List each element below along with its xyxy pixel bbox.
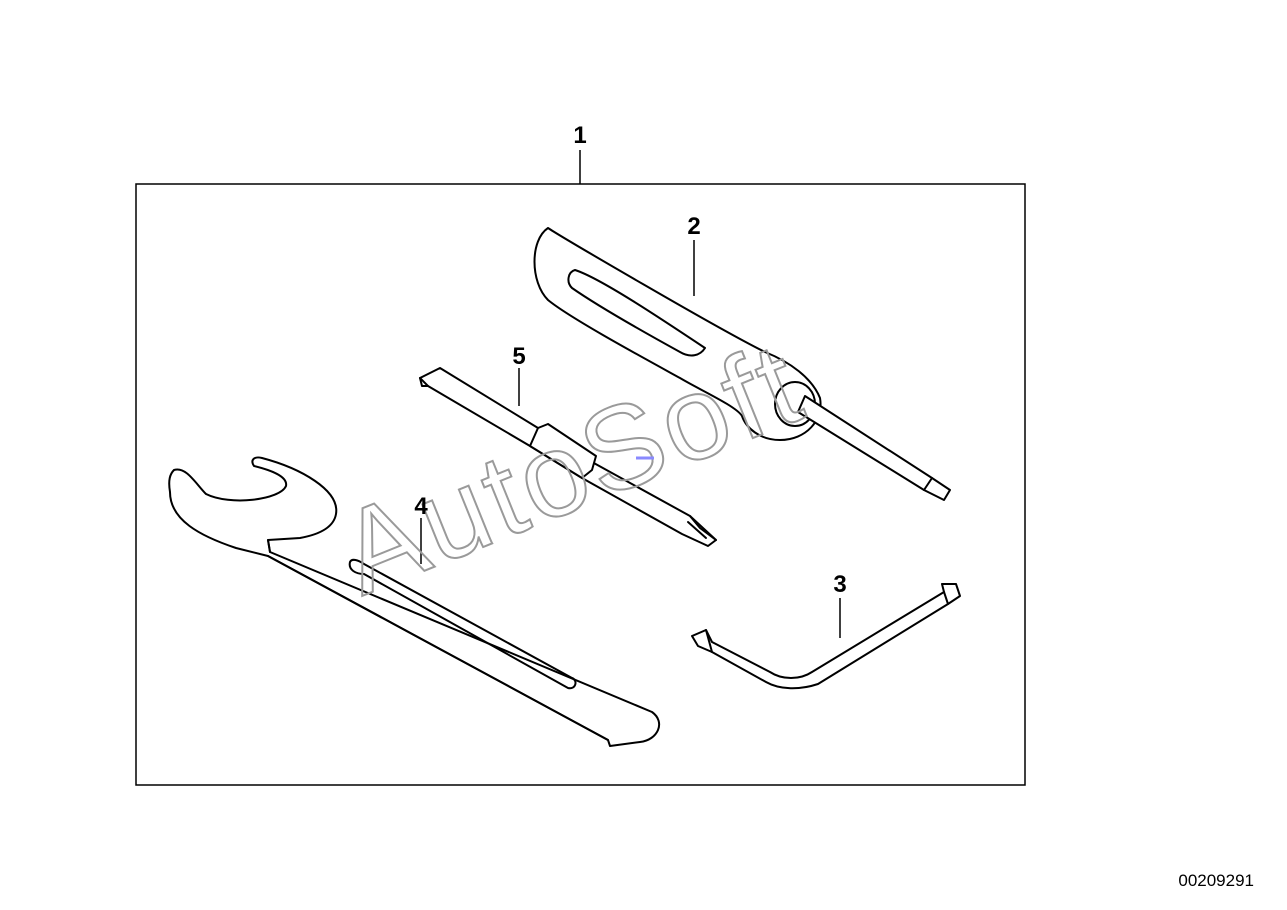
hex-key-body bbox=[691, 583, 961, 690]
hex-key-tip-line bbox=[943, 591, 949, 605]
screwdriver-grip-slot bbox=[567, 269, 706, 357]
wrench-body bbox=[168, 456, 661, 747]
hex-key-drawing bbox=[691, 583, 961, 690]
wrench-edge bbox=[267, 539, 271, 553]
screwdriver-handle bbox=[533, 227, 822, 441]
document-number: 00209291 bbox=[1178, 871, 1254, 890]
wrench-bottom-edge bbox=[267, 555, 609, 741]
screwdriver-drawing bbox=[533, 227, 951, 501]
callout-2: 2 bbox=[687, 213, 700, 240]
hex-key-end-line bbox=[705, 629, 713, 653]
wrench-slot bbox=[348, 558, 577, 690]
callout-1: 1 bbox=[573, 122, 586, 149]
screwdriver-blade-edge bbox=[923, 477, 933, 491]
bit-drawing bbox=[419, 367, 717, 547]
bit-hex-collar bbox=[529, 423, 597, 479]
callout-3: 3 bbox=[833, 571, 846, 598]
watermark-text: AutoSoft bbox=[322, 316, 821, 620]
callout-4: 4 bbox=[414, 493, 428, 520]
wrench-drawing bbox=[168, 456, 661, 747]
bit-tip bbox=[687, 515, 717, 541]
bit-end-cut bbox=[419, 377, 429, 387]
callout-5: 5 bbox=[512, 343, 525, 370]
